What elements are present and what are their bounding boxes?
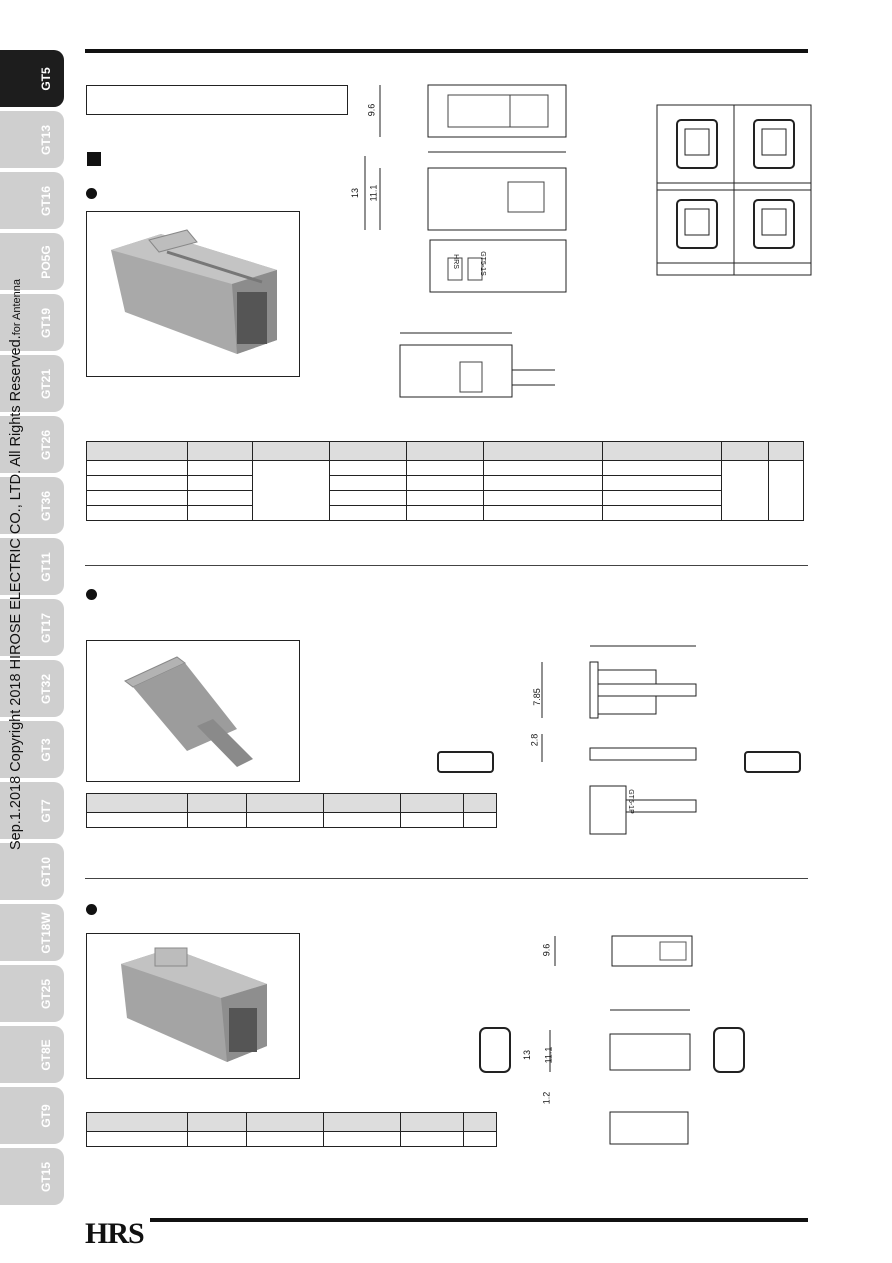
table-header-row	[86, 441, 804, 461]
side-tab-gt25[interactable]: GT25	[0, 965, 64, 1022]
side-tab-label: GT26	[39, 429, 53, 460]
table-row	[86, 505, 804, 521]
dim-13-b: 13	[522, 1049, 533, 1061]
bullet-3	[86, 904, 97, 915]
side-tab-gt11[interactable]: GT11	[0, 538, 64, 595]
side-tab-label: GT16	[39, 185, 53, 216]
side-tab-gt9[interactable]: GT9	[0, 1087, 64, 1144]
product-photo-1	[86, 211, 300, 377]
mark-hrs: HRS	[451, 254, 459, 269]
mark-gt5-1p: GT5-1P	[626, 789, 634, 814]
dim-11-1: 11.1	[368, 184, 379, 202]
drawing-1	[364, 84, 567, 398]
side-tab-label: GT36	[39, 490, 53, 521]
table-row	[86, 475, 804, 491]
side-tab-gt8e[interactable]: GT8E	[0, 1026, 64, 1083]
side-tab-gt7[interactable]: GT7	[0, 782, 64, 839]
side-tab-po5g[interactable]: PO5G	[0, 233, 64, 290]
dim-11-1-b: 11.1	[543, 1046, 554, 1064]
copyright-text: Sep.1.2018 Copyright 2018 HIROSE ELECTRI…	[8, 279, 24, 850]
side-tab-label: GT17	[39, 612, 53, 643]
product-photo-2	[86, 640, 300, 782]
side-tab-label: GT21	[39, 368, 53, 399]
connector-photo-1	[111, 229, 277, 354]
side-tab-label: GT25	[39, 978, 53, 1009]
side-tab-label: GT7	[39, 798, 53, 823]
bullet-1	[86, 188, 97, 199]
table-row	[86, 1131, 497, 1147]
side-tab-gt15[interactable]: GT15	[0, 1148, 64, 1205]
side-tab-gt19[interactable]: GT19	[0, 294, 64, 351]
spec-table-3	[86, 1112, 497, 1147]
drawing-3	[479, 935, 745, 1145]
side-tab-label: GT3	[39, 737, 53, 762]
section-square	[87, 152, 101, 166]
cavity-views	[656, 104, 812, 276]
side-tab-gt3[interactable]: GT3	[0, 721, 64, 778]
side-tab-gt10[interactable]: GT10	[0, 843, 64, 900]
table-row	[86, 490, 804, 506]
bullet-2	[86, 589, 97, 600]
side-tab-gt21[interactable]: GT21	[0, 355, 64, 412]
side-tab-label: GT32	[39, 673, 53, 704]
side-tab-gt26[interactable]: GT26	[0, 416, 64, 473]
side-tab-label: GT18W	[39, 911, 53, 954]
mark-gt5-1s: GT5-1S	[478, 251, 486, 276]
side-tab-label: GT13	[39, 124, 53, 155]
side-tab-label: GT15	[39, 1161, 53, 1192]
table-header-row	[86, 793, 497, 813]
side-tab-gt36[interactable]: GT36	[0, 477, 64, 534]
top-rule	[85, 49, 808, 53]
side-tab-label: GT19	[39, 307, 53, 338]
side-tab-gt32[interactable]: GT32	[0, 660, 64, 717]
bottom-rule	[150, 1218, 808, 1222]
product-photo-3	[86, 933, 300, 1079]
side-tab-label: GT5	[39, 66, 53, 91]
divider-1	[85, 565, 808, 566]
plug-photo	[121, 947, 267, 1062]
brand-logo: HRS	[85, 1217, 145, 1250]
side-tab-label: GT10	[39, 856, 53, 887]
title-box	[86, 85, 348, 115]
dim-9-6-b: 9.6	[541, 943, 552, 957]
dim-9-6: 9.6	[366, 103, 377, 117]
side-tab-gt13[interactable]: GT13	[0, 111, 64, 168]
dim-2-8: 2.8	[529, 733, 540, 747]
dim-13: 13	[350, 187, 361, 199]
side-tab-gt18w[interactable]: GT18W	[0, 904, 64, 961]
side-tab-label: PO5G	[39, 244, 53, 279]
divider-2	[85, 878, 808, 879]
side-tab-label: GT11	[39, 551, 53, 582]
dim-7-85: 7.85	[531, 688, 542, 706]
drawing-2	[437, 645, 801, 835]
side-tab-label: GT9	[39, 1103, 53, 1128]
side-tab-label: GT8E	[39, 1038, 53, 1071]
retainer-photo	[124, 656, 253, 767]
side-tab-gt17[interactable]: GT17	[0, 599, 64, 656]
table-header-row	[86, 1112, 497, 1132]
spec-table-1	[86, 441, 804, 521]
side-tab-gt16[interactable]: GT16	[0, 172, 64, 229]
table-row	[86, 460, 804, 521]
table-row	[86, 812, 497, 828]
dim-1-2: 1.2	[541, 1091, 552, 1105]
spec-table-2	[86, 793, 497, 828]
active-tab-strip	[0, 50, 22, 107]
